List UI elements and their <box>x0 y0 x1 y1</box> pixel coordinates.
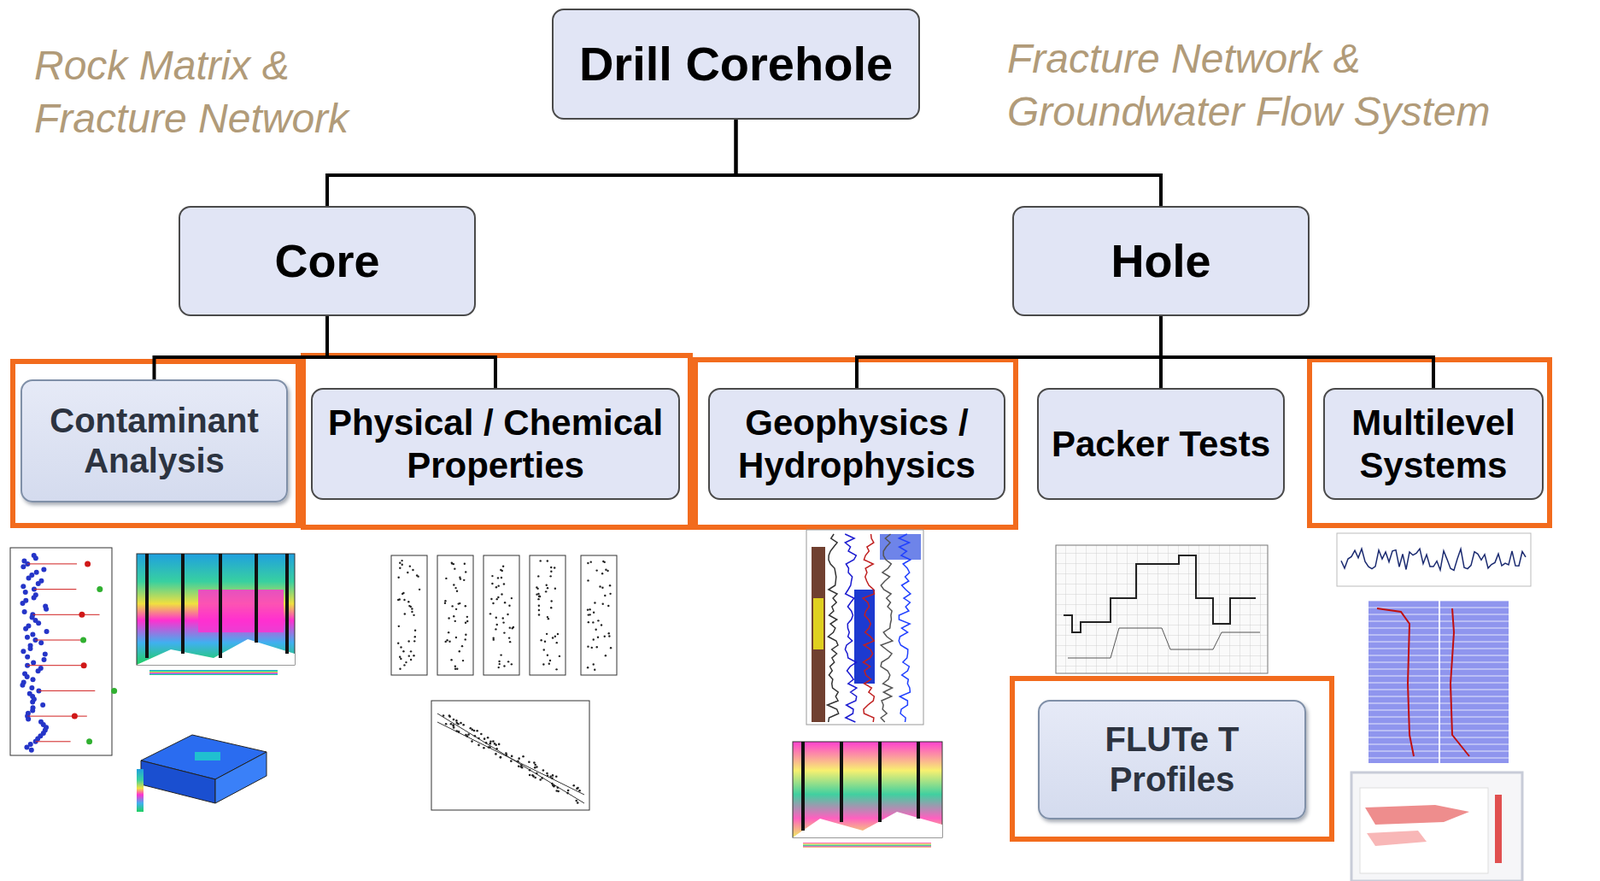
box-label: Core <box>274 234 380 289</box>
process-box: Geophysics / Hydrophysics <box>708 387 1006 500</box>
box-label: Hole <box>1110 234 1211 289</box>
box-label: Packer Tests <box>1051 422 1271 466</box>
process-box: FLUTe T Profiles <box>1037 699 1307 820</box>
process-box: Multilevel Systems <box>1323 387 1544 500</box>
section-caption: Fracture Network & Groundwater Flow Syst… <box>1007 32 1597 139</box>
tree-connector <box>327 316 496 388</box>
process-box: Drill Corehole <box>551 8 921 120</box>
process-box: Physical / Chemical Properties <box>310 387 680 500</box>
box-label: FLUTe T Profiles <box>1051 719 1293 800</box>
box-label: Geophysics / Hydrophysics <box>721 401 992 487</box>
tree-connector <box>1160 316 1434 388</box>
box-label: Multilevel Systems <box>1336 401 1530 487</box>
process-box: Packer Tests <box>1037 387 1285 500</box>
tree-connector <box>856 316 1161 388</box>
process-box: Hole <box>1012 205 1310 317</box>
tree-connector <box>154 316 329 380</box>
box-label: Drill Corehole <box>579 35 893 93</box>
tree-connector <box>327 119 737 206</box>
process-box: Contaminant Analysis <box>20 379 288 503</box>
box-label: Contaminant Analysis <box>34 400 275 481</box>
section-caption: Rock Matrix & Fracture Network <box>34 39 393 146</box>
box-label: Physical / Chemical Properties <box>324 401 667 487</box>
process-box: Core <box>178 205 476 317</box>
